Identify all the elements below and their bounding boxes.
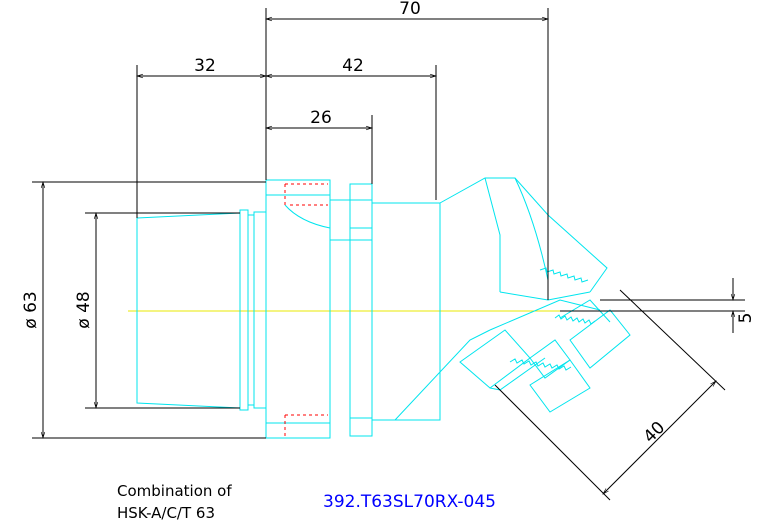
note-line-1: Combination of (117, 482, 232, 500)
extension-lines (32, 8, 745, 501)
dim-outer-diameter: ø 63 (21, 291, 41, 328)
dim-line-40 (602, 380, 717, 495)
dim-flange-length: 26 (310, 108, 332, 128)
dim-overall-length: 70 (399, 0, 421, 19)
dim-rear-length: 32 (194, 56, 216, 76)
dim-inner-diameter: ø 48 (74, 291, 94, 328)
tool-body (136, 177, 631, 439)
dimension-lines (40, 16, 736, 495)
part-number: 392.T63SL70RX-045 (323, 492, 496, 512)
dim-front-length: 42 (342, 56, 364, 76)
dim-insert-length: 40 (640, 418, 669, 447)
hidden-lines (284, 183, 328, 436)
dim-offset: 5 (736, 313, 756, 324)
note-line-2: HSK-A/C/T 63 (117, 504, 215, 522)
